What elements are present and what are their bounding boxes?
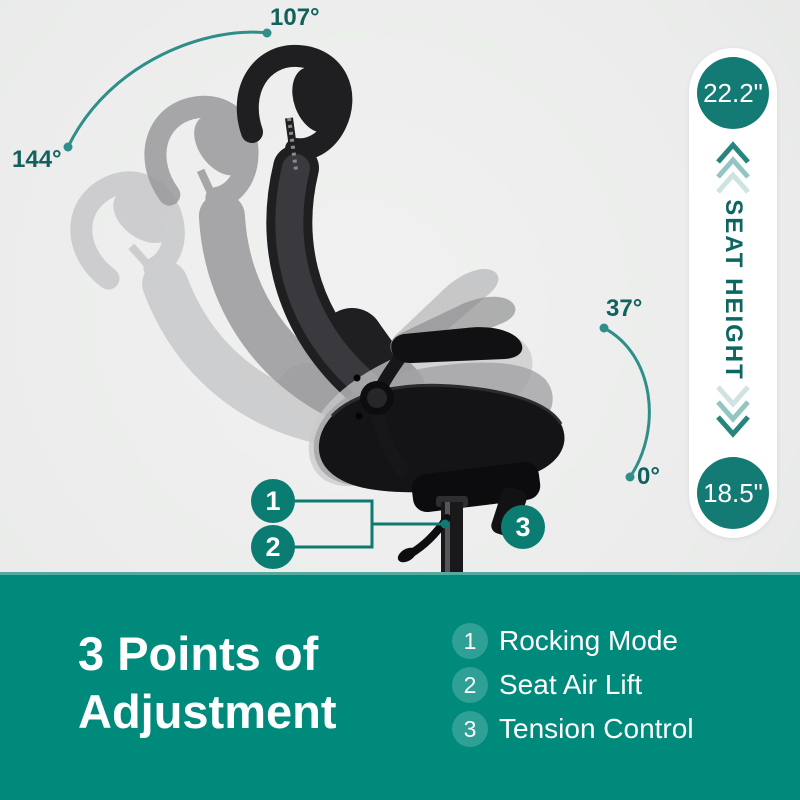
banner-heading: 3 Points of Adjustment: [78, 625, 337, 741]
seat-height-label: SEAT HEIGHT: [720, 199, 747, 381]
callout-bracket: [294, 499, 441, 549]
feature-list: 1 Rocking Mode 2 Seat Air Lift 3 Tension…: [452, 619, 694, 751]
banner: 3 Points of Adjustment 1 Rocking Mode 2 …: [0, 572, 800, 800]
banner-heading-line1: 3 Points of: [78, 627, 319, 680]
gas-lift-highlight: [445, 502, 450, 573]
chevron-down-icon: [716, 385, 750, 438]
callout-badge-1: 1: [251, 479, 295, 523]
recline-max-angle-label: 144°: [12, 146, 62, 173]
recline-arc: [63, 28, 272, 152]
recline-hinge-inner: [367, 388, 387, 408]
callout-badge-3: 3: [501, 505, 545, 549]
callout-bracket-dot: [440, 519, 450, 529]
hinge-bolt-top: [353, 374, 361, 382]
seat-edge-highlight: [330, 383, 563, 425]
chevron-up-icon: [716, 141, 750, 194]
max-height-badge: 22.2": [697, 57, 769, 129]
callout-badge-2: 2: [251, 525, 295, 569]
rocking-min-angle-label: 0°: [637, 463, 660, 490]
seat-height-gauge: 22.2" SEAT HEIGHT 18.5": [689, 48, 777, 538]
banner-heading-line2: Adjustment: [78, 685, 337, 738]
rocking-max-angle-label: 37°: [606, 295, 643, 322]
headrest-bracket: [287, 117, 298, 171]
lift-lever-paddle: [397, 547, 417, 563]
feature-badge-2: 2: [452, 667, 488, 703]
feature-badge-1: 1: [452, 623, 488, 659]
min-height-badge: 18.5": [697, 457, 769, 529]
rocking-arc: [599, 323, 651, 482]
feature-label-1: Rocking Mode: [499, 625, 678, 656]
feature-badge-3: 3: [452, 711, 488, 747]
feature-item: 1 Rocking Mode: [452, 619, 694, 663]
feature-item: 3 Tension Control: [452, 707, 694, 751]
recline-min-angle-label: 107°: [270, 4, 320, 31]
feature-item: 2 Seat Air Lift: [452, 663, 694, 707]
hinge-bolt-bottom: [355, 412, 363, 420]
gas-lift-cylinder: [441, 502, 463, 573]
feature-label-3: Tension Control: [499, 713, 694, 744]
armrest-support-lower: [370, 403, 409, 477]
feature-label-2: Seat Air Lift: [499, 669, 643, 700]
